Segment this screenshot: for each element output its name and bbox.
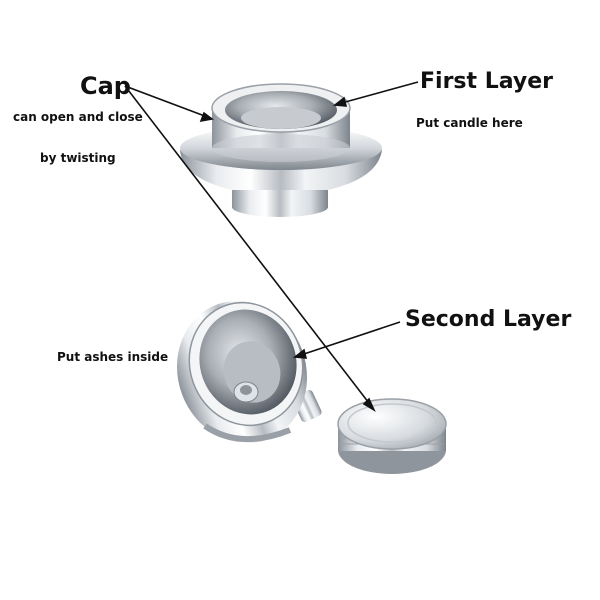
second-layer-part xyxy=(177,300,322,444)
cap-note-line-2: by twisting xyxy=(40,151,116,165)
cap-label: Cap xyxy=(80,72,131,100)
first-layer-label: First Layer xyxy=(420,69,553,94)
second-layer-label: Second Layer xyxy=(405,307,572,332)
first-layer-note: Put candle here xyxy=(416,116,523,130)
first-layer-part xyxy=(180,83,382,217)
second-layer-note: Put ashes inside xyxy=(57,350,169,364)
cap-note-line-1: can open and close xyxy=(13,110,143,124)
cap-part xyxy=(337,398,447,474)
leader-lines xyxy=(124,81,419,413)
